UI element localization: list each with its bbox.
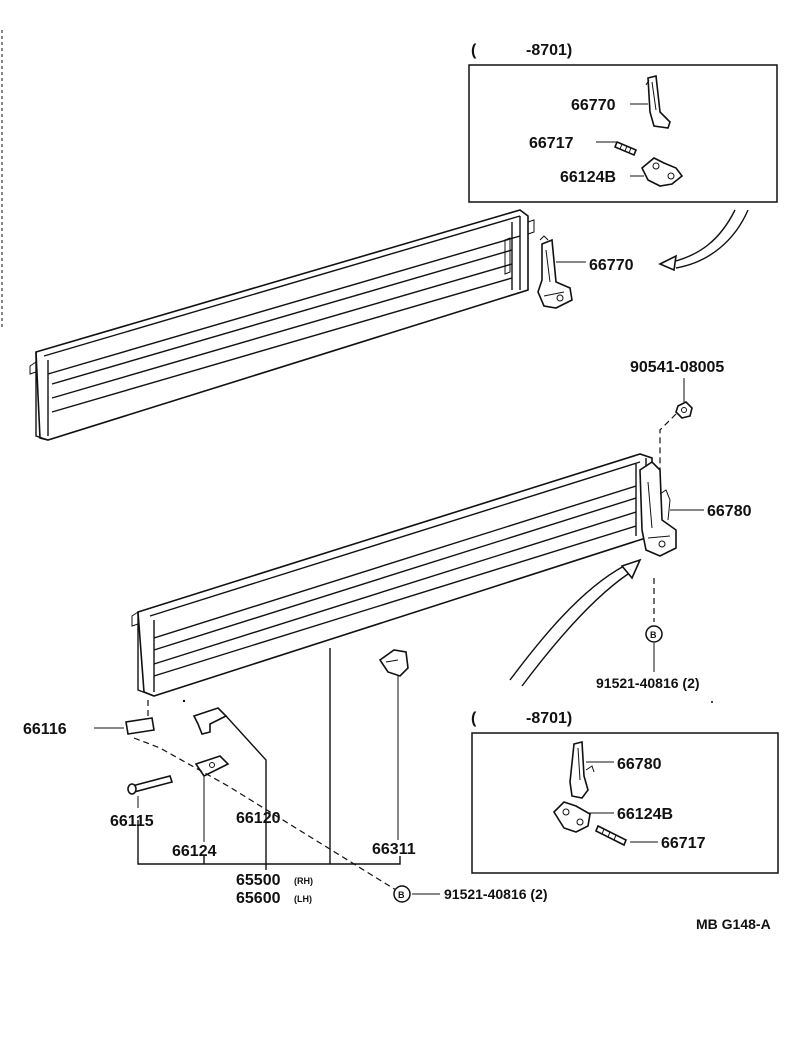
inset-bottom-header-open: ( (471, 710, 477, 727)
inset-bottom-part-c: 66717 (661, 835, 706, 852)
label-66780: 66780 (707, 503, 752, 520)
bolt-b-right: B (645, 625, 663, 643)
label-65600-side: (LH) (294, 894, 312, 904)
arrow-top (658, 209, 749, 272)
inset-top-header-code: -8701) (526, 42, 572, 59)
label-66311: 66311 (372, 841, 416, 858)
diagram-ref: MB G148-A (696, 916, 771, 932)
label-91521-bottom: 91521-40816 (2) (444, 886, 548, 902)
inset-bottom: ( -8701) 66780 66124B 66717 (471, 710, 779, 874)
inset-bottom-part-b: 66124B (617, 806, 673, 823)
label-66116: 66116 (23, 721, 67, 738)
label-90541-08005: 90541-08005 (630, 359, 724, 376)
bolt-b-right-mark: B (650, 630, 657, 640)
label-65500: 65500 (236, 872, 281, 889)
hinge-66124b-inset (641, 157, 684, 187)
inset-top-part-c: 66124B (560, 169, 616, 186)
clip-66311 (378, 649, 409, 677)
label-66120: 66120 (236, 810, 281, 827)
pin-66115 (127, 775, 174, 795)
label-66115: 66115 (110, 813, 154, 830)
bracket-66770-inset (645, 75, 671, 129)
inset-top-part-a: 66770 (571, 97, 616, 114)
hinge-66124b-inset-bottom (552, 801, 591, 833)
bracket-66780-inset (569, 740, 595, 799)
pin-66717-inset-bottom (594, 824, 628, 847)
bolt-b-bottom: B (393, 885, 411, 903)
upper-gate-panel (29, 209, 535, 441)
label-66770: 66770 (589, 257, 634, 274)
inset-top-part-b: 66717 (529, 135, 574, 152)
hinge-66124 (194, 755, 230, 778)
arrow-bottom (509, 558, 642, 687)
hinge-66780 (639, 460, 677, 557)
inset-bottom-part-a: 66780 (617, 756, 662, 773)
plate-66116 (125, 717, 155, 735)
label-66124: 66124 (172, 843, 217, 860)
label-65500-side: (RH) (294, 876, 313, 886)
inset-bottom-header-code: -8701) (526, 710, 572, 727)
label-91521-right: 91521-40816 (2) (596, 675, 700, 691)
latch-66120 (192, 707, 228, 735)
hinge-66770 (537, 235, 573, 309)
inset-top: ( -8701) 66770 66717 66124B (468, 42, 778, 203)
label-65600: 65600 (236, 890, 281, 907)
inset-bottom-frame (471, 732, 779, 874)
bolt-b-bottom-mark: B (398, 890, 405, 900)
inset-top-header-open: ( (471, 42, 477, 59)
nut-90541 (675, 401, 693, 419)
pin-66717-inset (613, 140, 638, 157)
inset-top-frame (468, 64, 778, 203)
